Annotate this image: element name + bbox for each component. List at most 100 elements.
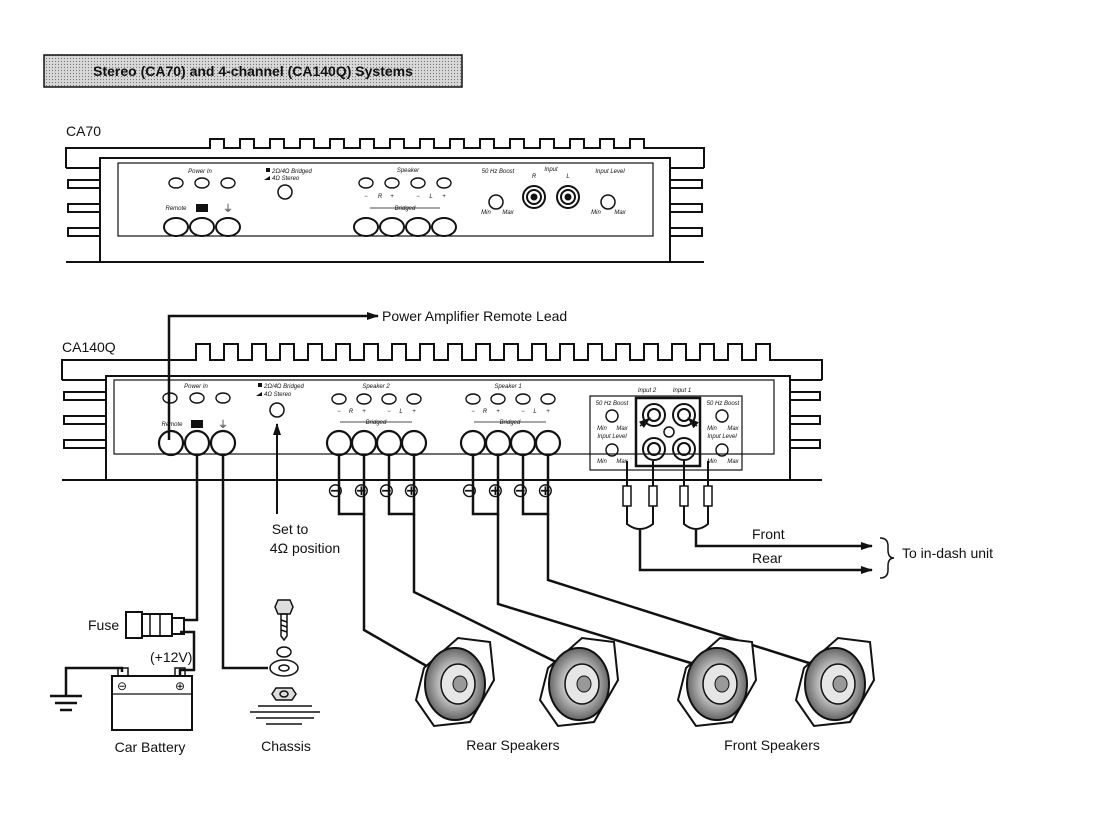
- ca140q-input1-label: Input 1: [673, 388, 691, 394]
- ca70-front-panel: [117, 162, 654, 237]
- ca140q-bridged-label-2: Bridged: [366, 420, 387, 426]
- ca140q-speaker-terminals[interactable]: [325, 429, 562, 457]
- ca70-heatsink-fins: [65, 138, 705, 168]
- ca140q-bridged-label-1: Bridged: [500, 420, 521, 426]
- ca70-stereo-label: 4Ω Stereo: [272, 176, 300, 182]
- input-brace: [879, 537, 895, 579]
- ca140q-power-in-label: Power In: [184, 384, 208, 390]
- svg-text:Min: Min: [481, 210, 491, 216]
- svg-text:⊖: ⊖: [512, 480, 529, 502]
- ca70-speaker-terminals[interactable]: [353, 217, 457, 237]
- svg-text:+: +: [496, 409, 500, 415]
- svg-text:L: L: [399, 409, 402, 415]
- ca70-power-terminals[interactable]: [163, 217, 241, 237]
- svg-text:⊕: ⊕: [487, 480, 504, 502]
- svg-text:L: L: [566, 174, 569, 180]
- ca140q-front-panel: [113, 379, 775, 455]
- ca70-speaker-leds: [358, 177, 452, 189]
- ca140q-speaker1-label: Speaker 1: [494, 384, 521, 390]
- svg-text:⊕: ⊕: [175, 679, 185, 693]
- ca70-remote-label: Remote: [165, 206, 187, 212]
- rca-cables: [622, 461, 873, 574]
- ca140q-boost-label-1: 50 Hz Boost: [707, 401, 740, 407]
- plus-12v-label: (+12V): [150, 649, 192, 665]
- ca70-speaker-label: Speaker: [397, 168, 420, 174]
- svg-text:−: −: [416, 194, 420, 200]
- remote-lead-wire: Power Amplifier Remote Lead: [167, 308, 567, 440]
- ca70-bridge-label: 2Ω/4Ω Bridged: [271, 169, 312, 175]
- ca140q-speaker-leds: [331, 393, 556, 405]
- ca140q-boost-knob-1[interactable]: [715, 409, 729, 423]
- terminal-polarity-symbols: ⊖ ⊕ ⊖ ⊕ ⊖ ⊕ ⊖ ⊕: [327, 480, 554, 502]
- battery-symbol: [191, 420, 203, 428]
- ca70-amplifier: CA70 Power In Remote ⏚ 2Ω/4Ω Bridged 4Ω …: [65, 123, 705, 263]
- ca140q-boost-knob-2[interactable]: [605, 409, 619, 423]
- ground-symbol: ⏚: [223, 203, 233, 215]
- front-label: Front: [752, 526, 785, 542]
- ca70-chassis-body: [99, 157, 671, 263]
- svg-text:⊖: ⊖: [327, 480, 344, 502]
- car-battery-label: Car Battery: [115, 739, 186, 755]
- svg-text:+: +: [442, 194, 446, 200]
- ca70-power-leds: [168, 177, 236, 189]
- svg-text:Max: Max: [614, 210, 626, 216]
- svg-text:Max: Max: [727, 426, 739, 432]
- page-title: Stereo (CA70) and 4-channel (CA140Q) Sys…: [93, 63, 413, 79]
- svg-text:⊖: ⊖: [117, 679, 127, 693]
- svg-text:−: −: [364, 194, 368, 200]
- ca140q-speaker2-label: Speaker 2: [362, 384, 390, 390]
- car-battery: ⊖ ⊕ Car Battery: [111, 667, 193, 755]
- ca140q-boost-label-2: 50 Hz Boost: [596, 401, 629, 407]
- svg-text:−: −: [521, 409, 525, 415]
- ca140q-power-leds: [162, 392, 231, 404]
- fuse-label: Fuse: [88, 617, 119, 633]
- power-wiring: [64, 455, 268, 696]
- svg-text:⊕: ⊕: [353, 480, 370, 502]
- rear-speakers-label: Rear Speakers: [466, 737, 559, 753]
- ca140q-remote-label: Remote: [161, 422, 183, 428]
- ca70-mode-switch[interactable]: [277, 184, 293, 200]
- svg-text:Min: Min: [597, 459, 607, 465]
- svg-text:R: R: [378, 194, 383, 200]
- svg-text:⊕: ⊕: [537, 480, 554, 502]
- ca70-bridged-label: Bridged: [395, 206, 416, 212]
- svg-text:⊕: ⊕: [403, 480, 420, 502]
- ca140q-power-terminals[interactable]: [157, 429, 237, 457]
- ca140q-minmax-labels: Min Max Min Max Min Max Min Max: [597, 426, 739, 465]
- ca70-level-knob[interactable]: [600, 194, 616, 210]
- remote-lead-label: Power Amplifier Remote Lead: [382, 308, 567, 324]
- ca70-boost-label: 50 Hz Boost: [482, 169, 515, 175]
- ca140q-input-section: [589, 395, 743, 471]
- ground-symbol: ⏚: [218, 419, 228, 431]
- svg-text:L: L: [533, 409, 536, 415]
- ca140q-level-label-2: Input Level: [597, 434, 627, 440]
- ca140q-mode-switch[interactable]: [269, 402, 285, 418]
- ca140q-polarity-labels: − R + − L + − R + − L +: [337, 409, 550, 415]
- svg-text:Min: Min: [707, 426, 717, 432]
- position-label: 4Ω position: [270, 540, 340, 556]
- ca70-power-in-label: Power In: [188, 169, 212, 175]
- svg-text:Max: Max: [616, 426, 628, 432]
- front-speaker-left: [676, 636, 758, 728]
- svg-text:+: +: [390, 194, 394, 200]
- ca140q-rca-inputs[interactable]: [642, 403, 696, 461]
- svg-text:Min: Min: [707, 459, 717, 465]
- ca140q-bridge-label: 2Ω/4Ω Bridged: [263, 384, 304, 390]
- to-in-dash-label: To in-dash unit: [902, 545, 993, 561]
- svg-text:Max: Max: [727, 459, 739, 465]
- ca140q-level-label-1: Input Level: [707, 434, 737, 440]
- rear-label: Rear: [752, 550, 783, 566]
- front-speaker-right: [794, 636, 876, 728]
- set-to-label: Set to: [272, 521, 309, 537]
- ca140q-level-knob-2[interactable]: [605, 443, 619, 457]
- ca70-boost-knob[interactable]: [488, 194, 504, 210]
- mode-switch-callout: Set to 4Ω position: [270, 423, 340, 556]
- front-speakers-label: Front Speakers: [724, 737, 820, 753]
- ca140q-amplifier: CA140Q Power In Remote ⏚ 2Ω/4Ω Bridged 4…: [61, 339, 823, 481]
- ca70-rca-inputs[interactable]: [522, 185, 580, 209]
- ca140q-level-knob-1[interactable]: [715, 443, 729, 457]
- header-banner: Stereo (CA70) and 4-channel (CA140Q) Sys…: [43, 54, 463, 88]
- svg-text:Min: Min: [591, 210, 601, 216]
- ca70-input-label: Input: [544, 167, 558, 173]
